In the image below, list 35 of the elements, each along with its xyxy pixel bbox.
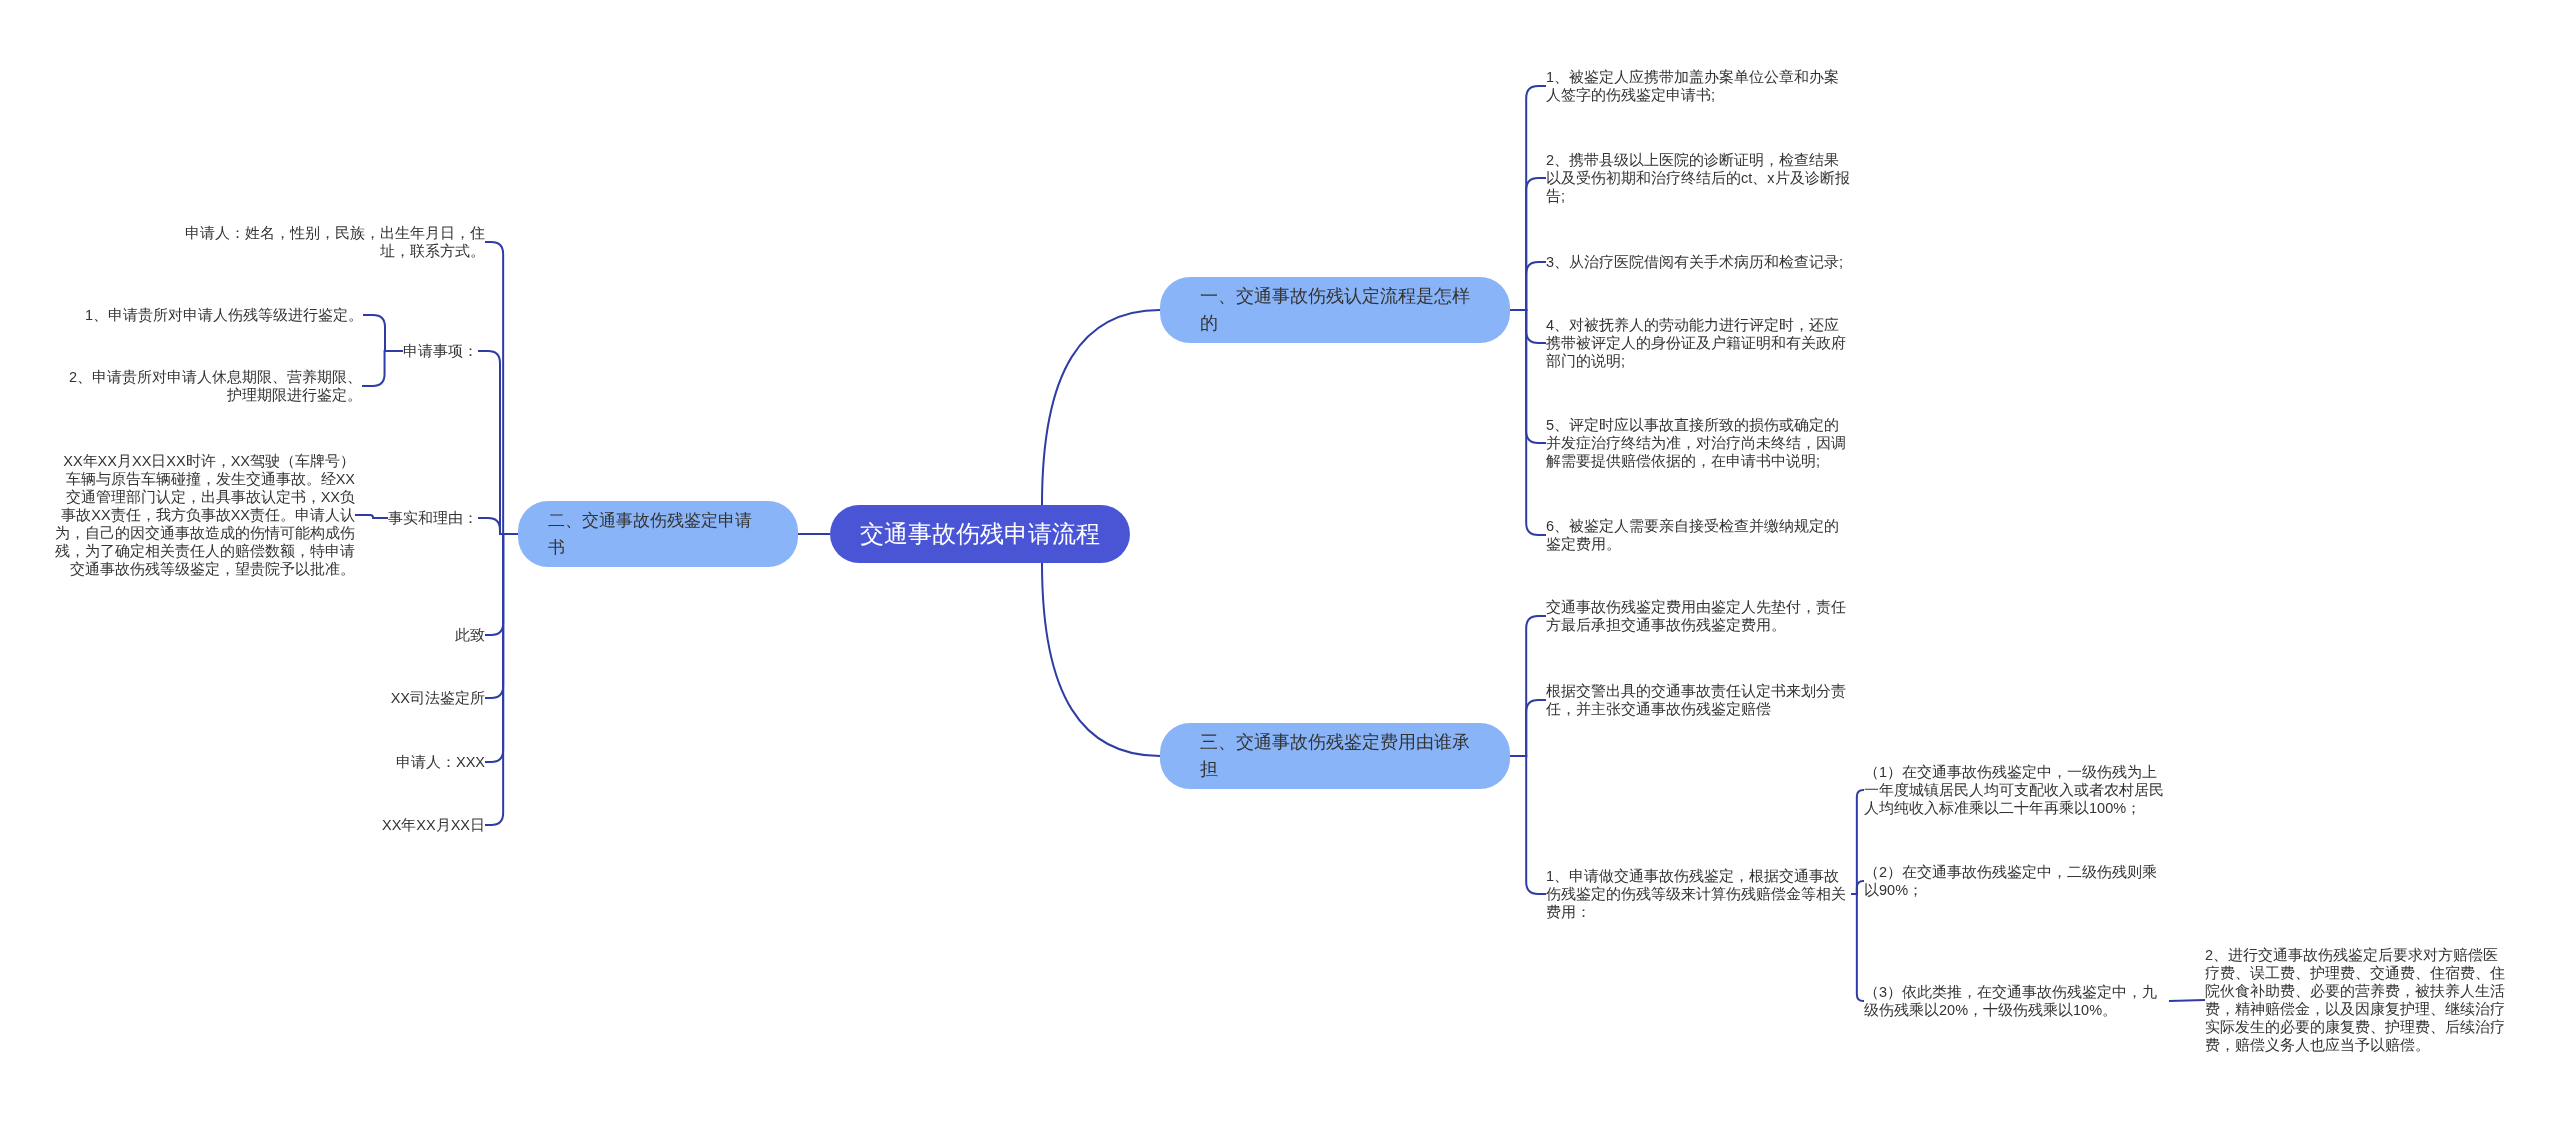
connector-line <box>1850 893 1865 1002</box>
topic-text: 2、申请贵所对申请人休息期限、营养期限、护理期限进行鉴定。 <box>67 368 362 404</box>
connector-line <box>1041 309 1161 506</box>
topic-text: XX年XX月XX日 <box>381 816 485 834</box>
connector-line <box>2168 999 2206 1002</box>
central-topic: 交通事故伤残申请流程 <box>830 505 1130 563</box>
topic-text: 交通事故伤残鉴定费用由鉴定人先垫付，责任方最后承担交通事故伤残鉴定费用。 <box>1546 598 1851 634</box>
topic-text: （2）在交通事故伤残鉴定中，二级伤残则乘以90%； <box>1864 863 2169 899</box>
connector-line <box>354 514 389 519</box>
connector-line <box>797 533 831 535</box>
topic-text: 事实和理由： <box>388 509 478 527</box>
topic-text: 1、被鉴定人应携带加盖办案单位公章和办案人签字的伤残鉴定申请书; <box>1546 68 1851 104</box>
topic-text: 此致 <box>455 626 485 644</box>
topic-text: XX年XX月XX日XX时许，XX驾驶（车牌号）车辆与原告车辆碰撞，发生交通事故。经XX交通管理部门认定，出具事故认定书，XX负事故XX责任，我方负事故XX责任。申请人认为，自己的因交通事故造成的伤情可能构成伤残，为了确定相关责任人的赔偿数额，特申请交通事故伤残等级鉴定，望贵院予以批准。 <box>55 452 355 578</box>
topic-text: 2、进行交通事故伤残鉴定后要求对方赔偿医疗费、误工费、护理费、交通费、住宿费、住院伙食补助费、必要的营养费，被扶养人生活费，精神赔偿金，以及因康复护理、继续治疗实际发生的必要的康复费、护理费、后续治疗费，赔偿义务人也应当予以赔偿。 <box>2205 946 2505 1054</box>
topic-text: 1、申请做交通事故伤残鉴定，根据交通事故伤残鉴定的伤残等级来计算伤残赔偿金等相关费用： <box>1546 867 1851 921</box>
main-topic: 二、交通事故伤残鉴定申请书 <box>518 501 798 567</box>
topic-text: XX司法鉴定所 <box>390 689 485 707</box>
topic-text: 4、对被抚养人的劳动能力进行评定时，还应携带被评定人的身份证及户籍证明和有关政府部门的说明; <box>1546 316 1851 370</box>
topic-text: 2、携带县级以上医院的诊断证明，检查结果以及受伤初期和治疗终结后的ct、x片及诊断报告; <box>1546 151 1851 205</box>
topic-text: （1）在交通事故伤残鉴定中，一级伤残为上一年度城镇居民人均可支配收入或者农村居民人均纯收入标准乘以二十年再乘以100%； <box>1864 763 2169 817</box>
topic-text: 申请人：XXX <box>396 753 485 771</box>
topic-text: 根据交警出具的交通事故责任认定书来划分责任，并主张交通事故伤残鉴定赔偿 <box>1546 682 1851 718</box>
topic-text: 6、被鉴定人需要亲自接受检查并缴纳规定的鉴定费用。 <box>1546 517 1851 553</box>
topic-text: 3、从治疗医院借阅有关手术病历和检查记录; <box>1546 253 1844 271</box>
connector-line <box>361 350 404 387</box>
topic-text: 5、评定时应以事故直接所致的损伤或确定的并发症治疗终结为准，对治疗尚未终结，因调解需要提供赔偿依据的，在申请书中说明; <box>1546 416 1851 470</box>
main-topic: 三、交通事故伤残鉴定费用由谁承担 <box>1160 723 1510 789</box>
topic-text: 申请事项： <box>403 342 478 360</box>
topic-text: 申请人：姓名，性别，民族，出生年月日，住址，联系方式。 <box>180 224 485 260</box>
connector-line <box>484 533 519 826</box>
topic-text: 1、申请贵所对申请人伤残等级进行鉴定。 <box>84 306 363 324</box>
main-topic: 一、交通事故伤残认定流程是怎样的 <box>1160 277 1510 343</box>
topic-text: （3）依此类推，在交通事故伤残鉴定中，九级伤残乘以20%，十级伤残乘以10%。 <box>1864 983 2169 1019</box>
connector-line <box>1041 562 1161 757</box>
